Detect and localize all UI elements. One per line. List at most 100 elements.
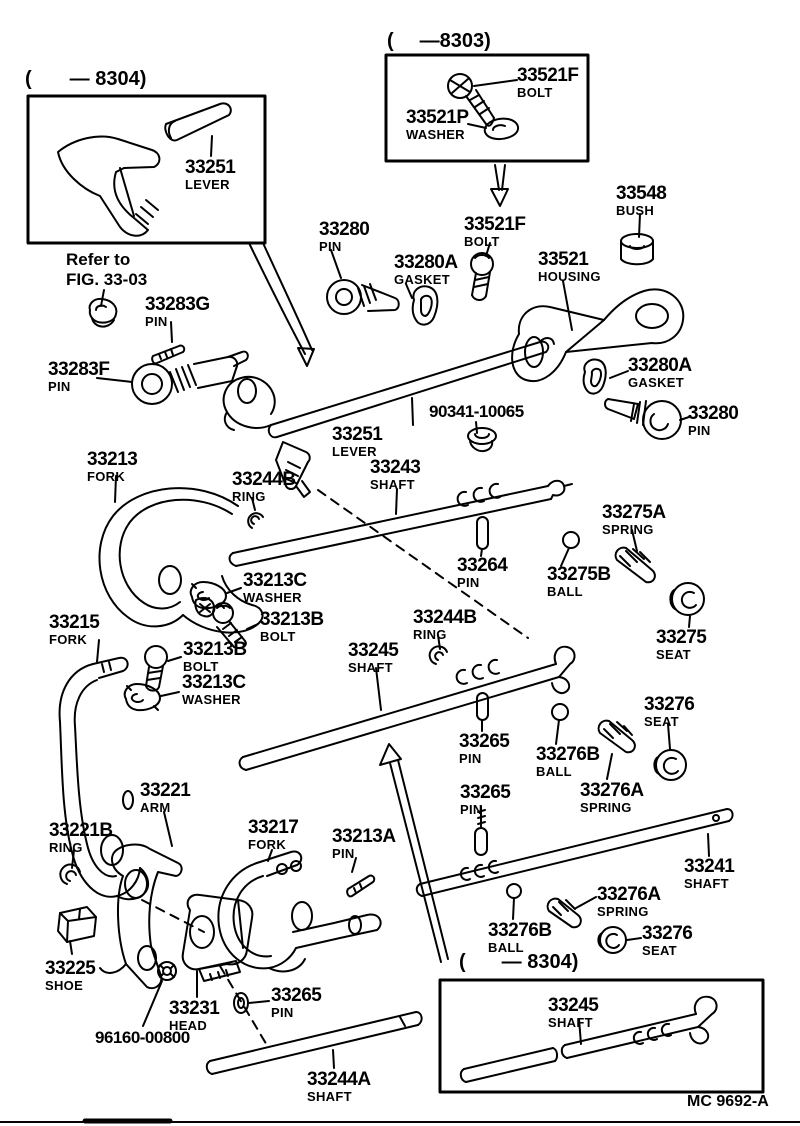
drawing-33251-lever-main	[222, 337, 555, 498]
part-number: 33241	[684, 856, 735, 877]
arrow-from-8304-box	[248, 242, 315, 367]
part-name: RING	[49, 840, 83, 855]
part-name: FORK	[87, 469, 126, 484]
part-name: FORK	[248, 837, 287, 852]
drawing-96160-nut	[142, 961, 177, 1027]
part-number: 33245	[548, 995, 599, 1016]
drawing-33275a-spring	[614, 529, 656, 584]
part-name: LEVER	[332, 444, 377, 459]
paren: (	[459, 951, 466, 973]
part-name: PIN	[48, 379, 71, 394]
part-number: 33283G	[145, 294, 210, 315]
inset-box-top-center	[384, 53, 590, 163]
part-number: 33213C	[182, 672, 246, 693]
part-number: 33213B	[183, 639, 247, 660]
part-number: 96160-00800	[95, 1028, 190, 1047]
part-name: HEAD	[169, 1018, 208, 1033]
part-number: 33217	[248, 817, 299, 838]
part-name: PIN	[460, 802, 483, 817]
drawing-33217-fork	[217, 849, 382, 973]
inset-code: — 8304)	[501, 951, 579, 973]
part-name: RING	[413, 627, 447, 642]
drawing-33280a-gasket-1	[405, 283, 439, 326]
part-name: PIN	[459, 751, 482, 766]
part-number: 33276B	[488, 920, 552, 941]
part-name: WASHER	[182, 692, 241, 707]
part-number: 33225	[45, 958, 96, 979]
part-name: BOLT	[183, 659, 219, 674]
part-name: BALL	[547, 584, 583, 599]
part-number: 33280	[319, 219, 370, 240]
part-name: SHOE	[45, 978, 84, 993]
part-number: 33280	[688, 403, 739, 424]
part-number: 33244B	[232, 469, 296, 490]
part-number: 33276A	[597, 884, 661, 905]
inset-box-top-left	[26, 94, 267, 245]
part-name: BOLT	[517, 85, 553, 100]
part-number: 33521F	[517, 65, 579, 86]
part-name: PIN	[271, 1005, 294, 1020]
part-number: 33548	[616, 183, 667, 204]
drawing-33215-fork	[58, 639, 150, 901]
part-name: SPRING	[580, 800, 632, 815]
drawing-33521f-bolt-2	[470, 242, 494, 301]
part-number: 33521F	[464, 214, 526, 235]
part-name: BALL	[536, 764, 572, 779]
drawing-33276b-ball-1	[551, 703, 569, 745]
part-name: BALL	[488, 940, 524, 955]
part-number: 33521	[538, 249, 589, 270]
part-number: 33280A	[394, 252, 458, 273]
part-name: SHAFT	[348, 660, 393, 675]
part-number: 33521P	[406, 107, 469, 128]
part-name: SPRING	[602, 522, 654, 537]
drawing-33231-head	[181, 893, 254, 998]
drawing-33280-pin-1	[326, 249, 400, 315]
part-name: GASKET	[394, 272, 450, 287]
part-number: 33213C	[243, 570, 307, 591]
part-name: SHAFT	[307, 1089, 352, 1104]
long-up-arrow	[379, 743, 449, 963]
drawing-33213b-bolt-2	[144, 645, 182, 692]
drawing-33213c-washer-2	[123, 683, 180, 712]
part-name: SEAT	[656, 647, 691, 662]
part-name: BOLT	[260, 629, 296, 644]
drawing-33213b-bolt-1	[212, 602, 259, 649]
part-name: SPRING	[597, 904, 649, 919]
part-number: 33264	[457, 555, 508, 576]
drawing-33244a-shaft	[205, 1011, 423, 1075]
inset-code: — 8304)	[69, 68, 147, 90]
part-number: 33283F	[48, 359, 110, 380]
part-number: 33221B	[49, 820, 113, 841]
part-name: WASHER	[406, 127, 465, 142]
part-number: 33244B	[413, 607, 477, 628]
part-name: PIN	[688, 423, 711, 438]
inset-code: —8303)	[419, 30, 491, 52]
paren: (	[387, 30, 394, 52]
inset-label-bottom-right: ( — 8304)	[459, 951, 578, 974]
part-name: SHAFT	[684, 876, 729, 891]
part-number: 33276	[644, 694, 695, 715]
drawing-33283f-pin	[96, 350, 249, 405]
label-90341-10065: 90341-10065	[429, 403, 524, 420]
part-name: SHAFT	[370, 477, 415, 492]
part-number: 33231	[169, 998, 220, 1019]
paren: (	[25, 68, 32, 90]
